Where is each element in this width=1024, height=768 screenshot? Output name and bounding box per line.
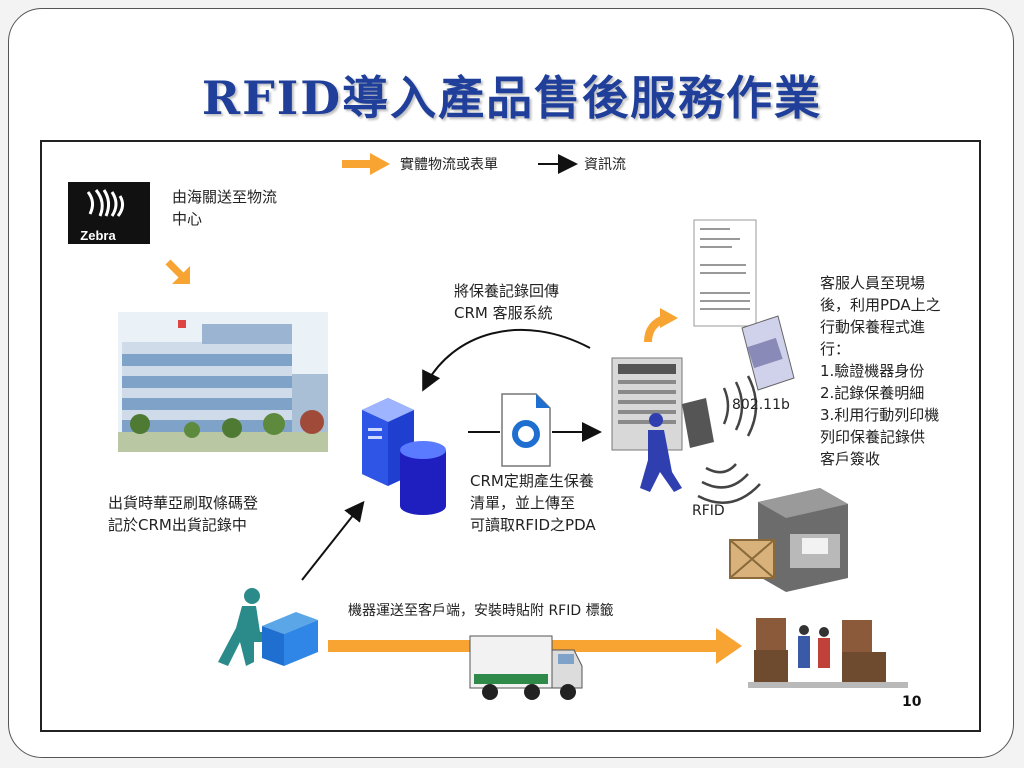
crm-generate-caption: CRM定期產生保養 清單，並上傳至 可讀取RFID之PDA xyxy=(470,472,596,534)
database-icon xyxy=(400,441,446,515)
service-step-2: 2.記錄保養明細 xyxy=(820,384,925,402)
rfid-label: RFID xyxy=(692,503,725,519)
mobile-printer-icon xyxy=(741,315,795,391)
technician-icon xyxy=(640,398,714,492)
slide-title: RFID導入產品售後服務作業 xyxy=(201,71,823,125)
service-step-1: 1.驗證機器身份 xyxy=(820,362,925,380)
rfid-crate-icon xyxy=(729,539,775,579)
warehouse-customer-icon xyxy=(748,618,908,688)
legend-physical-arrow xyxy=(342,153,390,175)
rfid-waves xyxy=(697,463,761,504)
arrow-return-to-crm xyxy=(422,328,591,392)
zebra-logo: Zebra xyxy=(68,182,150,244)
orange-arrow-to-building xyxy=(165,259,190,284)
logistics-center-building xyxy=(118,312,328,452)
document-icon xyxy=(501,393,551,467)
zebra-logo-text: Zebra xyxy=(80,228,116,243)
arrow-shipping-to-crm xyxy=(301,500,365,581)
legend-physical-label: 實體物流或表單 xyxy=(400,157,498,173)
worker-with-box-icon xyxy=(218,588,318,666)
wifi-waves xyxy=(722,375,758,437)
diagram-panel: Zebra xyxy=(40,140,981,732)
diagram-graphics: Zebra xyxy=(68,153,908,700)
crm-return-caption: 將保養記錄回傳 CRM 客服系統 xyxy=(454,282,560,322)
pda-screen-icon xyxy=(611,357,683,451)
page-number: 10 xyxy=(902,694,922,710)
delivery-caption: 機器運送至客戶端，安裝時貼附 RFID 標籤 xyxy=(348,603,614,619)
wifi-label: 802.11b xyxy=(732,397,790,413)
shipping-caption: 出貨時華亞刷取條碼登 記於CRM出貨記錄中 xyxy=(108,494,259,534)
delivery-truck-icon xyxy=(469,635,583,700)
orange-arrow-to-receipt xyxy=(644,308,678,343)
zebra-caption: 由海關送至物流 中心 xyxy=(172,188,278,228)
printed-receipt-icon xyxy=(693,219,757,327)
legend-info-label: 資訊流 xyxy=(584,157,626,173)
desktop-printer-icon xyxy=(758,488,848,592)
service-intro: 客服人員至現場 後，利用PDA上之 行動保養程式進 行： xyxy=(820,274,941,358)
service-step-3: 3.利用行動列印機 列印保養記錄供 客戶簽收 xyxy=(820,406,940,468)
